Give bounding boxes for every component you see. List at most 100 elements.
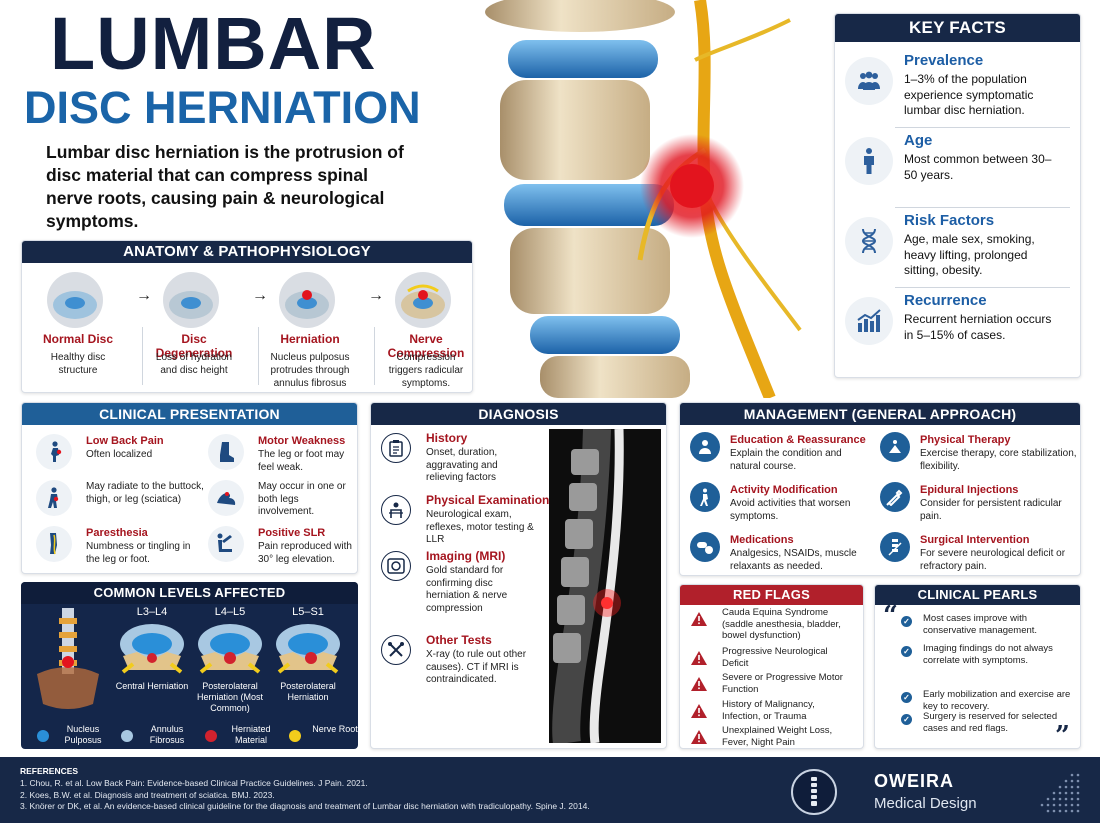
back-pain-icon <box>36 434 72 470</box>
divider <box>374 327 375 385</box>
quote-open-icon: “ <box>883 601 898 631</box>
level-disc-figure <box>195 620 265 676</box>
brand-tagline: Medical Design <box>874 795 977 812</box>
management-item-title: Epidural Injections <box>920 484 1019 496</box>
divider <box>895 207 1070 208</box>
sciatica-icon <box>36 480 72 516</box>
clinical-item-desc: The leg or foot may feel weak. <box>258 449 345 473</box>
disc-stage-name: Herniation <box>280 332 340 346</box>
education-icon <box>690 432 720 462</box>
warning-icon <box>690 703 708 719</box>
check-icon: ✓ <box>901 714 912 725</box>
disc-stage-desc: Loss of hydration and disc height <box>155 352 233 376</box>
reference-item: 3. Knörer or DK, et al. An evidence-base… <box>20 801 590 811</box>
management-item-desc: Exercise therapy, core stabilization, fl… <box>920 448 1077 472</box>
diagnosis-header: DIAGNOSIS <box>371 403 666 425</box>
disc-stage-desc: Compression triggers radicular symptoms. <box>388 352 464 389</box>
management-item-desc: Avoid activities that worsen symptoms. <box>730 498 851 522</box>
disc-stage-name: Disc Degeneration <box>155 332 233 360</box>
levels-header: COMMON LEVELS AFFECTED <box>21 582 358 604</box>
clinical-item-desc: Pain reproduced with 30° leg elevation. <box>258 541 352 565</box>
clinical-item-desc: May radiate to the buttock, thigh, or le… <box>86 481 204 505</box>
clinical-item-title: Motor Weakness <box>258 435 346 447</box>
legend-swatch <box>121 730 133 742</box>
diagnosis-item-title: Other Tests <box>426 633 492 647</box>
level-label: L4–L5 <box>214 606 246 618</box>
clinical-item-desc: Often localized <box>86 449 153 460</box>
legend-label: Nerve Root <box>312 724 358 734</box>
disc-stage-icon <box>162 271 220 329</box>
key-fact-desc: Most common between 30–50 years. <box>904 152 1052 182</box>
clinical-item-title: Positive SLR <box>258 527 326 539</box>
slr-icon <box>208 526 244 562</box>
syringe-icon <box>880 482 910 512</box>
management-item-title: Education & Reassurance <box>730 434 866 446</box>
references-header: REFERENCES <box>20 766 79 776</box>
brand-logo-icon <box>791 769 837 815</box>
divider <box>895 287 1070 288</box>
diagnosis-item-desc: Onset, duration, aggravating and relievi… <box>426 447 498 483</box>
boot-icon <box>208 434 244 470</box>
legend-swatch <box>289 730 301 742</box>
walking-icon <box>690 482 720 512</box>
red-flags-panel: RED FLAGS Cauda Equina Syndrome (saddle … <box>679 584 864 749</box>
spine-xray-figure <box>37 608 99 709</box>
pearl-item: Early mobilization and exercise are key … <box>923 689 1071 712</box>
pearl-item: Imaging findings do not always correlate… <box>923 643 1053 666</box>
key-fact-title: Prevalence <box>904 52 984 69</box>
people-icon <box>845 57 893 105</box>
key-fact-desc: 1–3% of the population experience sympto… <box>904 72 1034 117</box>
footer: REFERENCES 1. Chou, R. et al. Low Back P… <box>0 757 1100 823</box>
divider <box>895 127 1070 128</box>
red-flag-item: Cauda Equina Syndrome (saddle anesthesia… <box>722 607 841 641</box>
key-fact-desc: Recurrent herniation occurs in 5–15% of … <box>904 312 1052 342</box>
reference-item: 1. Chou, R. et al. Low Back Pain: Eviden… <box>20 778 368 788</box>
management-item-desc: Explain the condition and natural course… <box>730 448 842 472</box>
diagnosis-item-desc: Gold standard for confirming disc hernia… <box>426 565 508 614</box>
legend-label: Annulus Fibrosus <box>149 724 185 745</box>
mri-image <box>549 429 661 743</box>
warning-icon <box>690 650 708 666</box>
mri-icon <box>381 551 411 581</box>
management-item-desc: For severe neurological deficit or refra… <box>920 548 1066 572</box>
management-item-title: Physical Therapy <box>920 434 1011 446</box>
level-disc-figure <box>273 620 343 676</box>
bar-chart-icon <box>845 297 893 345</box>
level-herniation-label: Central Herniation <box>115 681 189 691</box>
red-flag-item: Progressive Neurological Deficit <box>722 646 828 669</box>
pills-icon <box>690 532 720 562</box>
level-herniation-label: Posterolateral Herniation (Most Common) <box>196 681 264 713</box>
check-icon: ✓ <box>901 616 912 627</box>
pearl-item: Surgery is reserved for selected cases a… <box>923 711 1058 734</box>
muscle-icon <box>208 480 244 516</box>
disc-stage-icon <box>46 271 104 329</box>
arrow-right-icon: → <box>252 287 268 304</box>
clinical-item-desc: May occur in one or both legs involvemen… <box>258 481 346 517</box>
management-item-title: Medications <box>730 534 794 546</box>
disc-stage-desc: Healthy disc structure <box>50 352 106 376</box>
dot-pattern-decoration <box>1040 773 1080 813</box>
management-item-desc: Analgesics, NSAIDs, muscle relaxants as … <box>730 548 857 572</box>
anatomy-header: ANATOMY & PATHOPHYSIOLOGY <box>22 241 472 263</box>
level-herniation-label: Posterolateral Herniation <box>280 681 336 702</box>
legend-swatch <box>37 730 49 742</box>
leg-nerve-icon <box>36 526 72 562</box>
diagnosis-item-title: Imaging (MRI) <box>426 549 506 563</box>
warning-icon <box>690 676 708 692</box>
key-fact-desc: Age, male sex, smoking, heavy lifting, p… <box>904 232 1035 277</box>
disc-stage-name: Normal Disc <box>42 332 114 346</box>
clinical-item-title: Paresthesia <box>86 527 148 539</box>
reference-item: 2. Koes, B.W. et al. Diagnosis and treat… <box>20 789 275 800</box>
person-icon <box>845 137 893 185</box>
warning-icon <box>690 611 708 627</box>
key-fact-title: Risk Factors <box>904 212 995 229</box>
exam-icon <box>381 495 411 525</box>
disc-stage-icon <box>278 271 336 329</box>
red-flag-item: Severe or Progressive Motor Function <box>722 672 843 695</box>
management-item-title: Surgical Intervention <box>920 534 1030 546</box>
red-flag-item: History of Malignancy, Infection, or Tra… <box>722 699 815 722</box>
